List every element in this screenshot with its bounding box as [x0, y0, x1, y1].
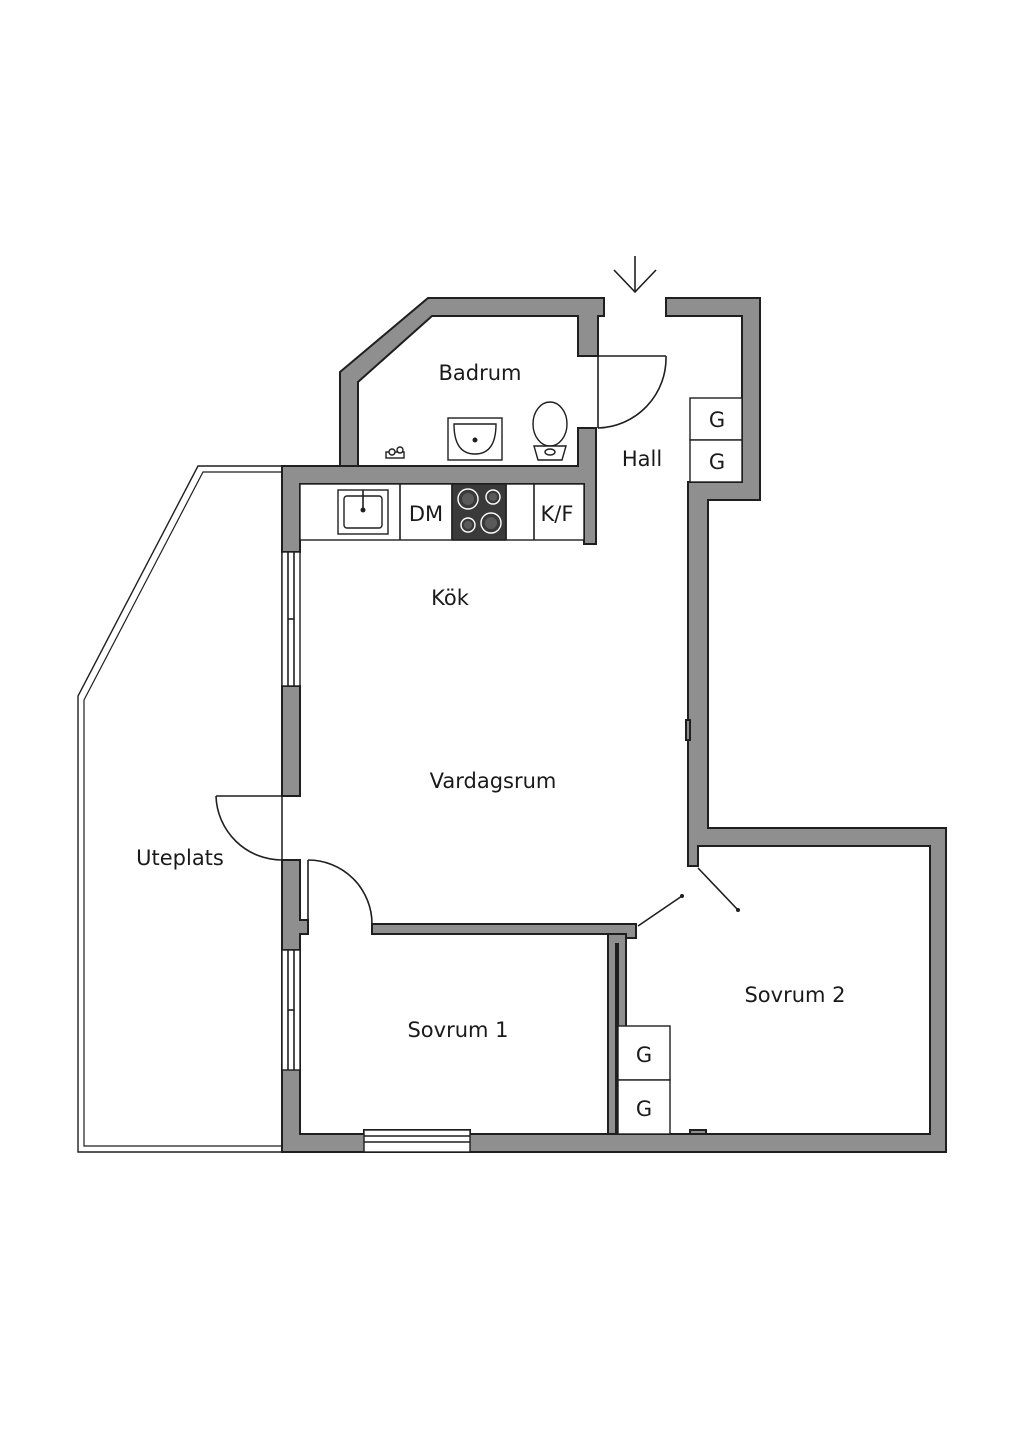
- windows: [281, 551, 471, 1153]
- bedroom1-bottom-window: [363, 1129, 471, 1153]
- entrance-door: [597, 355, 667, 429]
- room-label-sovrum1: Sovrum 1: [407, 1018, 508, 1042]
- hall-wardrobe-bottom-label: G: [709, 450, 725, 474]
- room-label-kok: Kök: [431, 586, 470, 610]
- room-label-badrum: Badrum: [438, 361, 521, 385]
- hall-wardrobe-top-label: G: [709, 408, 725, 432]
- room-label-vardagsrum: Vardagsrum: [430, 769, 557, 793]
- patio-outline: [77, 465, 283, 1153]
- bedroom2-wardrobe-bottom-label: G: [636, 1097, 652, 1121]
- room-label-uteplats: Uteplats: [136, 846, 224, 870]
- bedroom1-door: [307, 859, 373, 934]
- bedroom2-door: [637, 867, 740, 927]
- patio-door: [215, 795, 283, 861]
- entrance-arrow-icon: [613, 256, 657, 294]
- shower-mixer-icon: [385, 446, 405, 459]
- washbasin-icon: [447, 417, 503, 461]
- fridge-freezer-label: K/F: [541, 502, 574, 526]
- dishwasher-label: DM: [409, 502, 443, 526]
- bedroom2-wardrobe-top-label: G: [636, 1043, 652, 1067]
- doors: [215, 355, 740, 934]
- room-label-sovrum2: Sovrum 2: [744, 983, 845, 1007]
- room-labels: Badrum Hall Kök Vardagsrum Uteplats Sovr…: [136, 361, 845, 1042]
- kitchen-sink-icon: [337, 489, 389, 535]
- stove-icon: [451, 483, 507, 541]
- bedroom2-wardrobes: G G: [617, 1025, 671, 1135]
- hall-wardrobes: G G: [689, 397, 743, 483]
- kitchen-counter: DM K/F: [299, 483, 585, 541]
- kitchen-window: [281, 551, 301, 687]
- room-label-hall: Hall: [622, 447, 662, 471]
- bathroom-fixtures: [385, 401, 568, 461]
- toilet-icon: [532, 401, 568, 461]
- bedroom1-left-window: [281, 949, 301, 1071]
